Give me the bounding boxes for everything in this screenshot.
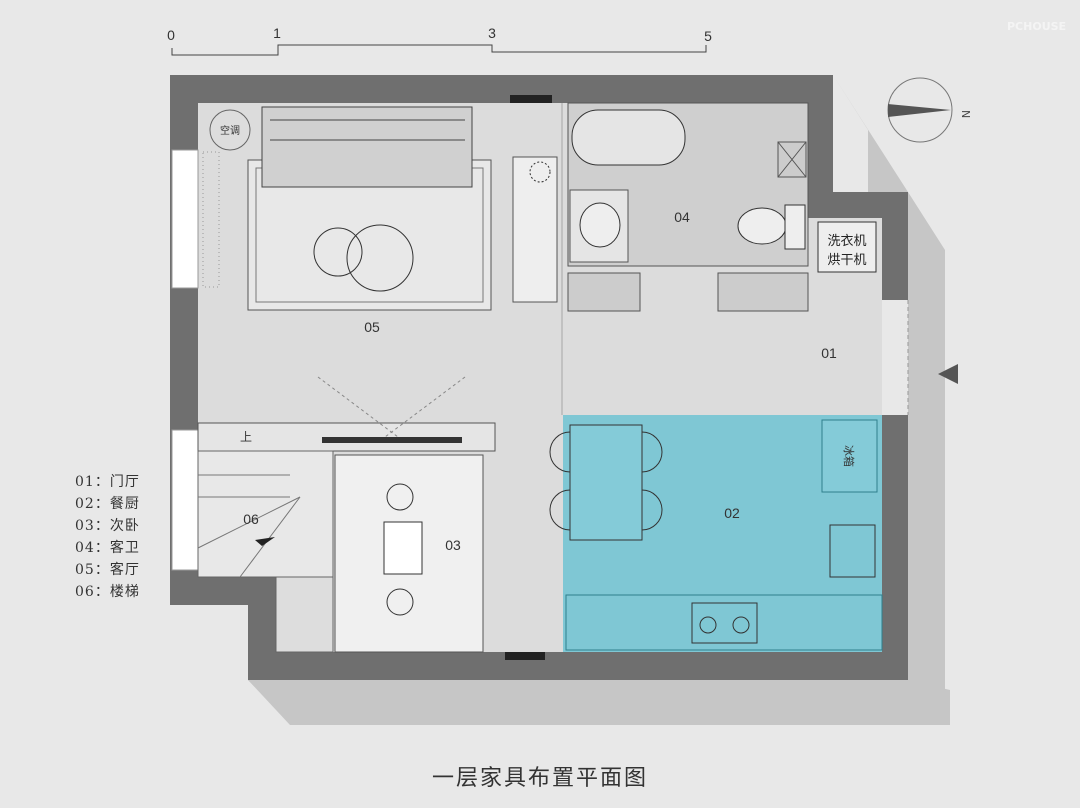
door-marker [505,652,545,660]
plan-title: 一层家具布置平面图 [431,766,648,791]
room-label-05: 05 [364,319,380,335]
legend-item: 01：门厅 [75,474,140,490]
sink [579,202,621,248]
scale-tick: 0 [167,27,175,43]
dining-table [569,424,643,541]
kitchen-sink [829,524,876,578]
fridge-label: 冰箱 [842,445,856,467]
room-label-03: 03 [445,537,461,553]
door-marker [510,95,552,103]
legend-item: 03：次卧 [75,518,140,534]
legend-item: 06：楼梯 [75,584,140,600]
fridge [821,419,878,493]
counter [565,594,883,651]
window [171,429,199,571]
watermark: PCHOUSE [1007,20,1067,33]
scale-tick: 3 [488,25,496,41]
tv-cabinet [512,156,558,303]
dryer-label: 烘干机 [827,253,866,268]
ac-label: 空调 [220,124,240,137]
coffee-table [346,224,414,292]
room-label-02: 02 [724,505,740,521]
legend-item: 02：餐厨 [75,496,140,512]
cooktop [691,602,758,644]
sofa [261,106,473,188]
window [171,149,199,289]
scale-bar [171,44,707,56]
room-legend: 01：门厅 02：餐厨 03：次卧 04：客卫 05：客厅 06：楼梯 [75,471,140,603]
bathtub [571,109,686,166]
washer-dryer [817,221,877,273]
room-label-04: 04 [674,209,690,225]
coffee-table [313,227,363,277]
stairs-up-label: 上 [240,430,252,444]
toilet [737,207,787,245]
scale-tick: 5 [704,28,712,44]
building-shadow-2 [248,680,950,725]
legend-item: 05：客厅 [75,562,140,578]
legend-item: 04：客卫 [75,540,140,556]
entry-arrow-icon [938,364,958,384]
room-label-06: 06 [243,511,259,527]
air-conditioner [209,109,251,151]
scale-tick: 1 [273,25,281,41]
compass-label: N [959,110,972,118]
north-arrow-icon: N [887,77,972,143]
plant-icon [529,161,551,183]
entry-door-opening [882,300,908,415]
washer-label: 洗衣机 [827,233,866,249]
room-label-01: 01 [821,345,837,361]
